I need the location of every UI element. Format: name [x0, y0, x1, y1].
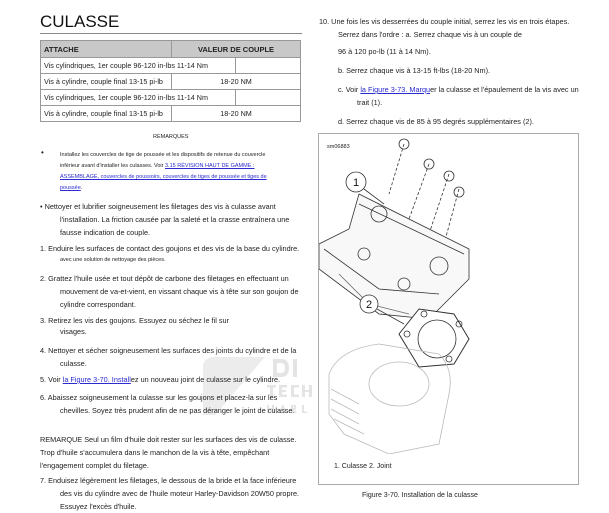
table-row: Vis à cylindre, couple final 13-15 pi-lb… — [40, 73, 301, 90]
figure-id: sm06883 — [327, 144, 350, 150]
step-4: 4. Nettoyer et sécher soigneusement les … — [40, 346, 297, 368]
figure-legend: 1. Culasse 2. Joint — [334, 463, 392, 470]
step-3: 3. Retirez les vis des goujons. Essuyez … — [40, 316, 229, 336]
table-row: Vis à cylindre, couple final 13-15 pi-lb… — [40, 105, 301, 122]
note-1: Installez les couvercles de tige de pous… — [60, 152, 267, 191]
step-1: 1. Enduire les surfaces de contact des g… — [40, 244, 300, 263]
bullet: • — [41, 148, 44, 157]
watermark-logo — [203, 357, 312, 415]
cell: 18-20 NM — [171, 105, 301, 122]
cell: Vis à cylindre, couple final 13-15 pi-lb — [40, 73, 172, 90]
note-2: • Nettoyer et lubrifier soigneusement le… — [40, 202, 290, 237]
callout-1: 1 — [353, 177, 359, 189]
cylinder-head-illustration: 1 2 — [319, 138, 470, 454]
step-5: 5. Voir la Figure 3-70. Installez un nou… — [40, 375, 281, 384]
step-7: 7. Enduisez légèrement les filetages, le… — [40, 476, 300, 511]
page-title: CULASSE — [40, 12, 120, 31]
step-6: 6. Abaissez soigneusement la culasse sur… — [40, 393, 295, 415]
revision-link[interactable]: 3.15 RÉVISION HAUT DE GAMME : ASSEMBLAGE… — [60, 163, 267, 191]
figure-box: sm06883 1 2 1. Culasse 2. Joint — [318, 133, 579, 485]
cell — [235, 57, 301, 74]
cell: 18-20 NM — [171, 73, 301, 90]
table-row: Vis cylindriques, 1er couple 96-120 in-l… — [40, 89, 301, 106]
figure-3-73-link[interactable]: la Figure 3-73. Marqu — [360, 85, 431, 94]
figure-caption: Figure 3-70. Installation de la culasse — [362, 492, 478, 499]
callout-2: 2 — [366, 299, 372, 311]
cell: Vis à cylindre, couple final 13-15 pi-lb — [40, 105, 172, 122]
table-row: Vis cylindriques, 1er couple 96-120 in-l… — [40, 57, 301, 74]
cell: Vis cylindriques, 1er couple 96-120 in-l… — [40, 57, 236, 74]
step-10: 10. Une fois les vis desserrées du coupl… — [319, 17, 579, 126]
title-divider — [40, 33, 302, 34]
step-2: 2. Grattez l'huile usée et tout dépôt de… — [40, 274, 299, 309]
header-attache: ATTACHE — [40, 40, 172, 58]
cell: Vis cylindriques, 1er couple 96-120 in-l… — [40, 89, 236, 106]
remarque: REMARQUE Seul un film d'huile doit reste… — [40, 435, 297, 470]
figure-3-70-link[interactable]: la Figure 3-70. Install — [62, 375, 131, 384]
cell — [235, 89, 301, 106]
header-valeur: VALEUR DE COUPLE — [171, 40, 301, 58]
remarques-heading: REMARQUES — [153, 134, 189, 140]
